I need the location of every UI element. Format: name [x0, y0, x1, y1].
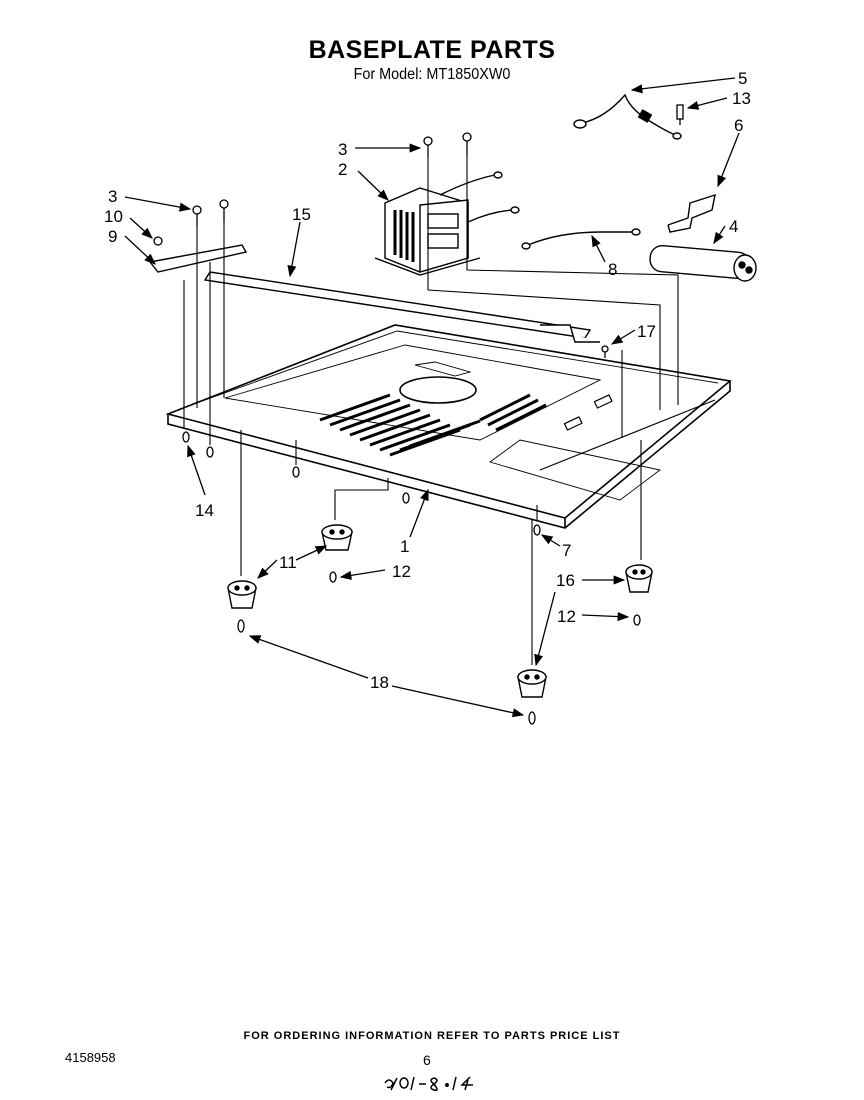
callout-6: 6	[734, 116, 743, 135]
callout-8: 8	[608, 260, 617, 279]
assembly-guide-lines	[183, 155, 679, 665]
small-bracket	[148, 244, 248, 273]
page-title: BASEPLATE PARTS	[308, 36, 556, 64]
callout-15: 15	[292, 205, 311, 224]
screw-18-right	[528, 711, 536, 725]
callout-1: 1	[400, 537, 409, 556]
capacitor-bracket	[667, 193, 716, 233]
screw-mid-b	[402, 492, 410, 504]
callout-12-right: 12	[557, 607, 576, 626]
screw-7	[533, 524, 541, 536]
callout-12-left: 12	[392, 562, 411, 581]
callout-13: 13	[732, 89, 751, 108]
callout-14: 14	[195, 501, 214, 520]
ordering-note: FOR ORDERING INFORMATION REFER TO PARTS …	[243, 1030, 621, 1042]
callout-3-top: 3	[338, 140, 347, 159]
capacitor	[649, 244, 757, 282]
screw-12-right	[633, 614, 641, 626]
screw-top-right	[462, 132, 472, 155]
nut-10	[153, 236, 163, 246]
screws	[153, 132, 641, 725]
callout-numbers: 1 2 3 3 4 5 6 7 8 9 10 11 12 12 13 14 15…	[104, 69, 751, 692]
screw-17	[601, 345, 609, 358]
screw-14b	[206, 446, 214, 458]
document-number: 4158958	[65, 1050, 116, 1065]
callout-5: 5	[738, 69, 747, 88]
screw-13	[676, 104, 684, 125]
baseplate-vent-slots	[319, 393, 547, 457]
foot-11	[321, 524, 353, 551]
screw-3-top	[423, 136, 433, 157]
baseplate	[165, 324, 732, 529]
wire-harness	[521, 228, 641, 250]
handwritten-note	[384, 1076, 473, 1092]
callout-9: 9	[108, 227, 117, 246]
callout-4: 4	[729, 217, 738, 236]
screw-top-left	[219, 199, 229, 222]
callout-16: 16	[556, 571, 575, 590]
callout-10: 10	[104, 207, 123, 226]
callout-17: 17	[637, 322, 656, 341]
screw-mid-a	[292, 466, 300, 478]
page-number: 6	[423, 1052, 431, 1068]
screw-18-left	[237, 619, 245, 633]
foot-16	[625, 564, 653, 593]
diode	[573, 93, 682, 140]
callout-2: 2	[338, 160, 347, 179]
screw-12-left	[329, 571, 337, 583]
callout-7: 7	[562, 541, 571, 560]
foot-18-right	[517, 669, 547, 698]
callout-3-left: 3	[108, 187, 117, 206]
callout-18: 18	[370, 673, 389, 692]
callout-leaders	[124, 77, 740, 718]
callout-11: 11	[279, 553, 297, 572]
baseplate-side-rails	[539, 394, 716, 471]
screw-14a	[182, 431, 190, 443]
feet	[227, 524, 653, 698]
model-subtitle: For Model: MT1850XW0	[353, 66, 511, 83]
screw-3-left	[192, 205, 202, 226]
transformer	[374, 171, 520, 276]
bracket-strip	[203, 271, 600, 343]
foot-18-left	[227, 580, 257, 609]
